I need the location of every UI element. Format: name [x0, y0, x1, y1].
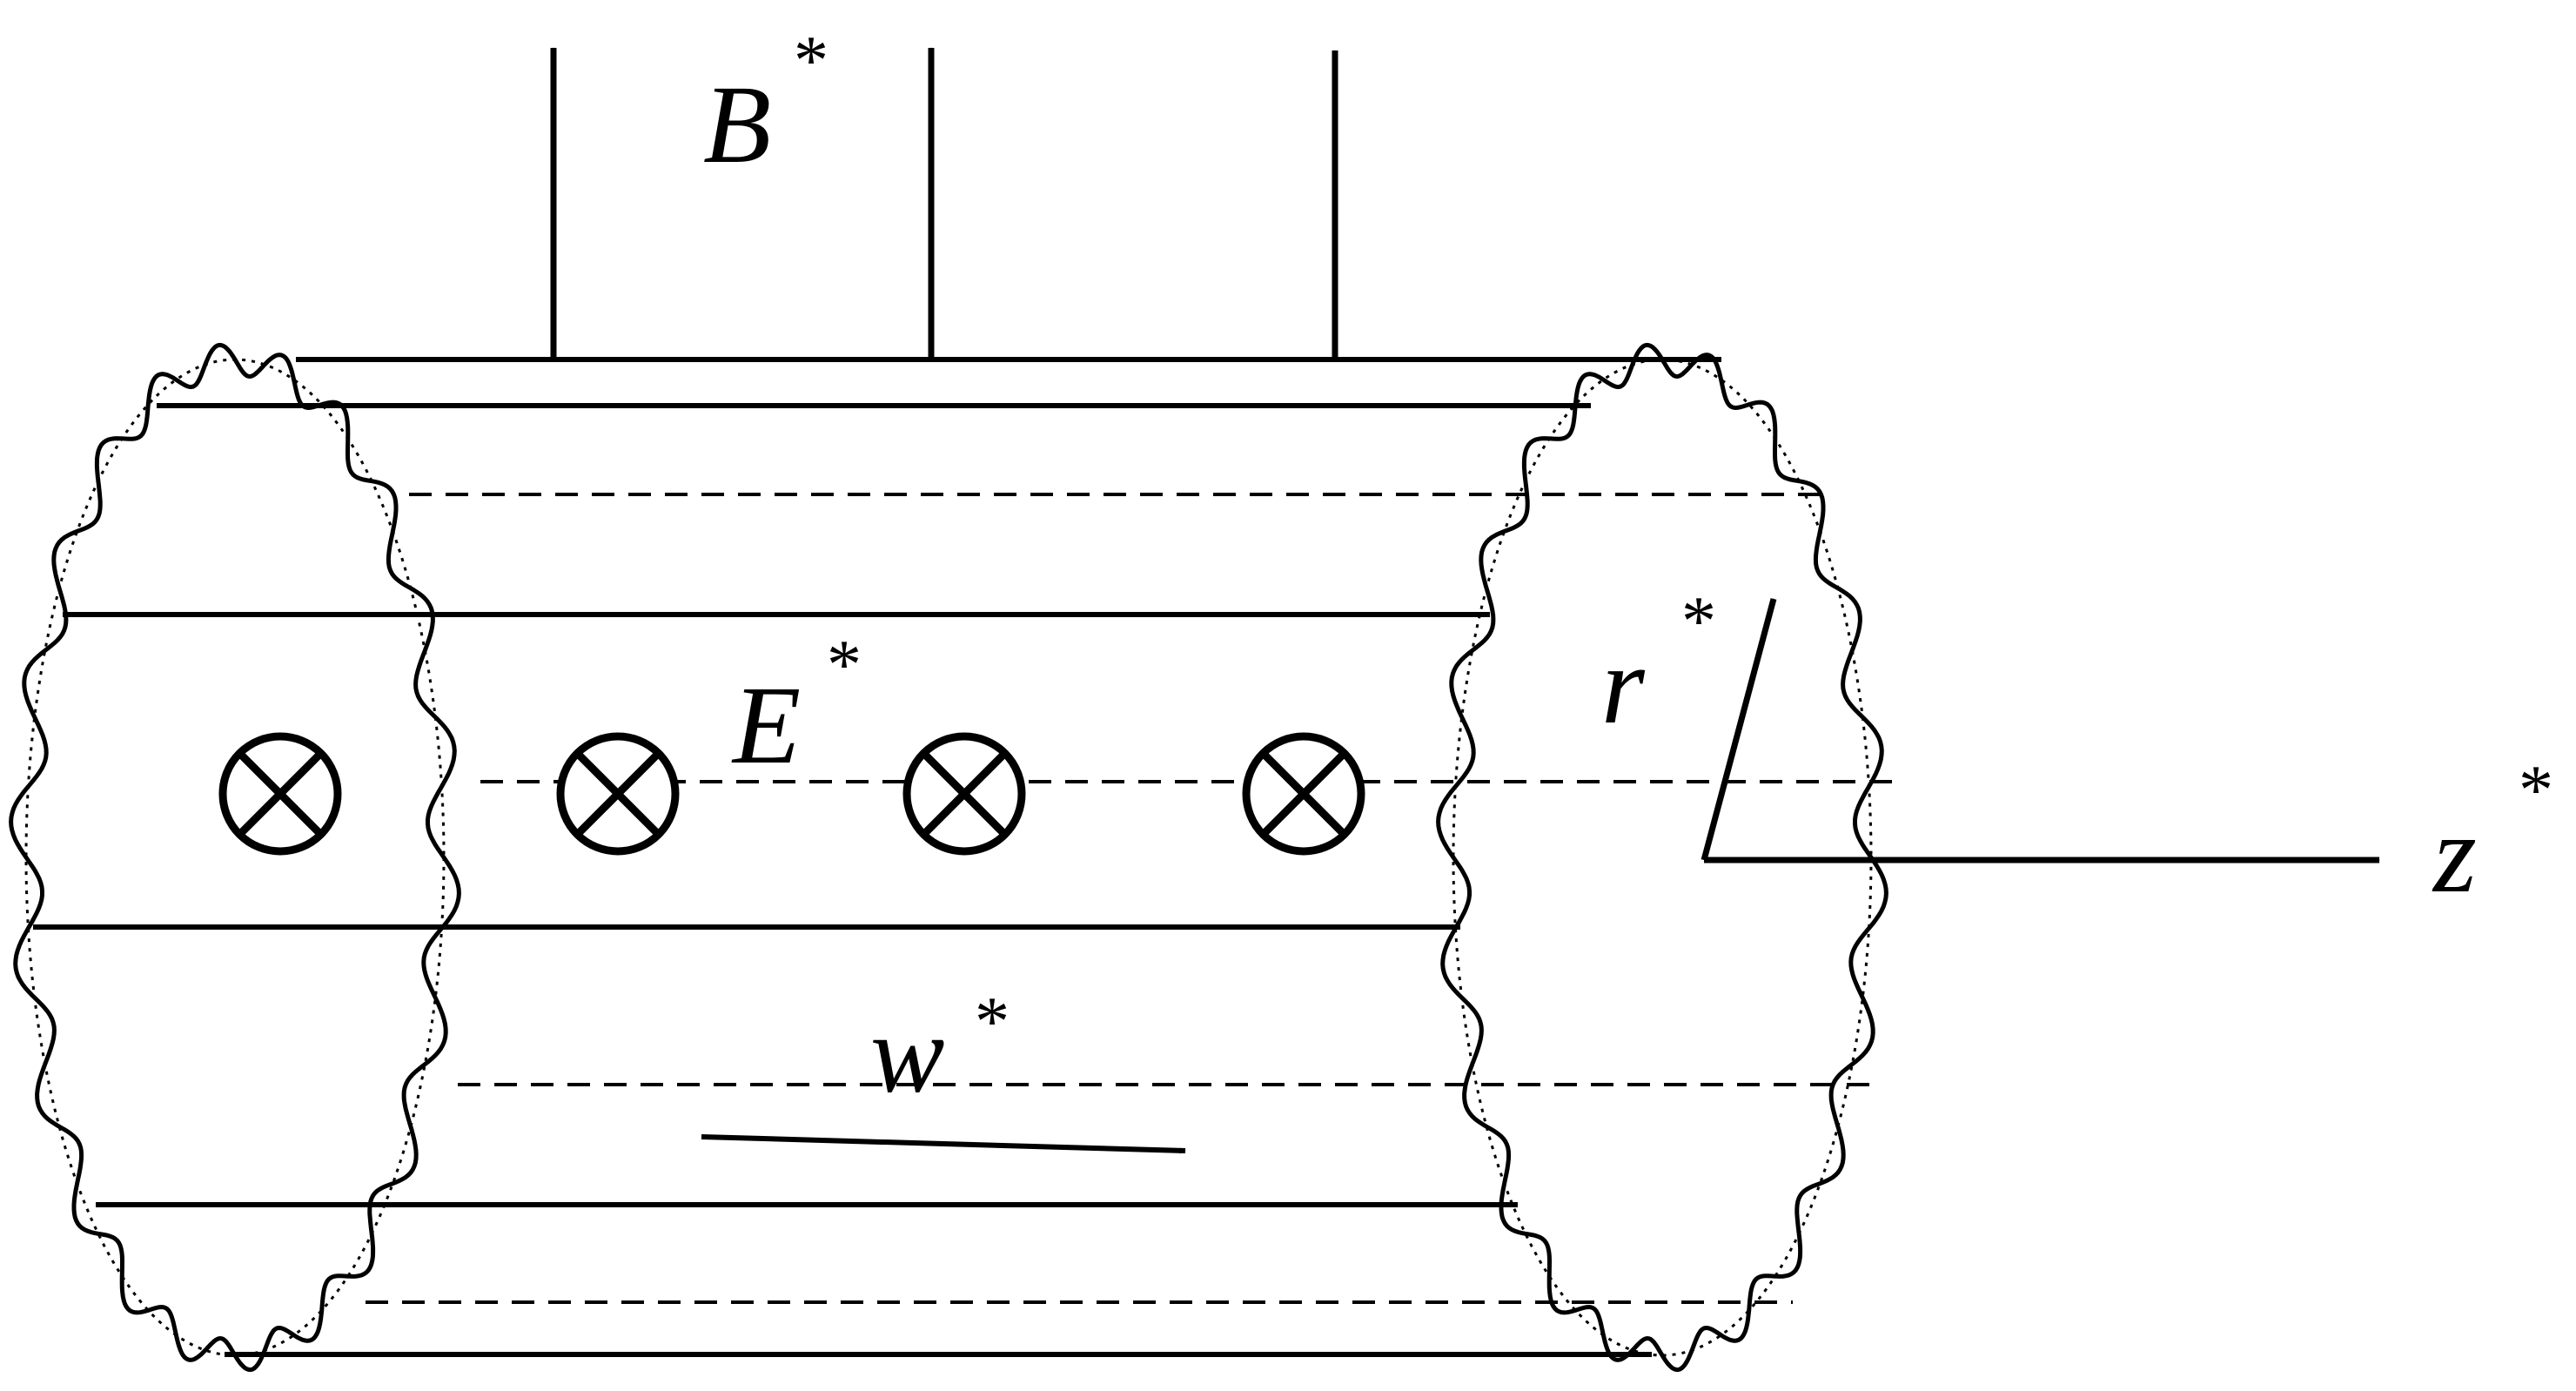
label-e-field: E *: [731, 627, 862, 787]
label-r-axis: r *: [1601, 583, 1716, 747]
r-axis-arrow: [1701, 598, 1777, 861]
velocity-superscript: *: [975, 984, 1010, 1060]
velocity-symbol: w: [870, 992, 944, 1116]
b-field-symbol: B: [703, 63, 771, 186]
z-axis-symbol: z: [2432, 792, 2477, 916]
right-corrugated-outline: [1436, 342, 1888, 1373]
label-b-field: B *: [703, 23, 828, 186]
label-velocity: w *: [870, 984, 1010, 1116]
into-page-marker: [556, 732, 680, 856]
into-page-marker: [1242, 732, 1365, 856]
left-corrugated-outline: [9, 342, 461, 1373]
into-page-markers: [218, 732, 1365, 856]
tube-solid-lines: [33, 357, 1721, 1357]
label-z-axis: z *: [2432, 752, 2553, 916]
coordinate-axes: [1701, 598, 2380, 863]
into-page-marker: [902, 732, 1026, 856]
into-page-marker: [218, 732, 342, 856]
e-field-superscript: *: [827, 627, 862, 703]
e-field-symbol: E: [731, 663, 801, 787]
z-axis-superscript: *: [2519, 752, 2553, 829]
corrugated-outlines: [9, 342, 1888, 1373]
b-field-superscript: *: [794, 23, 828, 99]
velocity-arrow: [701, 1134, 1186, 1154]
r-axis-symbol: r: [1601, 623, 1646, 747]
tube-dashed-lines: [366, 493, 1906, 1304]
r-axis-superscript: *: [1681, 583, 1716, 660]
magnetic-field-arrows: [550, 47, 1338, 360]
